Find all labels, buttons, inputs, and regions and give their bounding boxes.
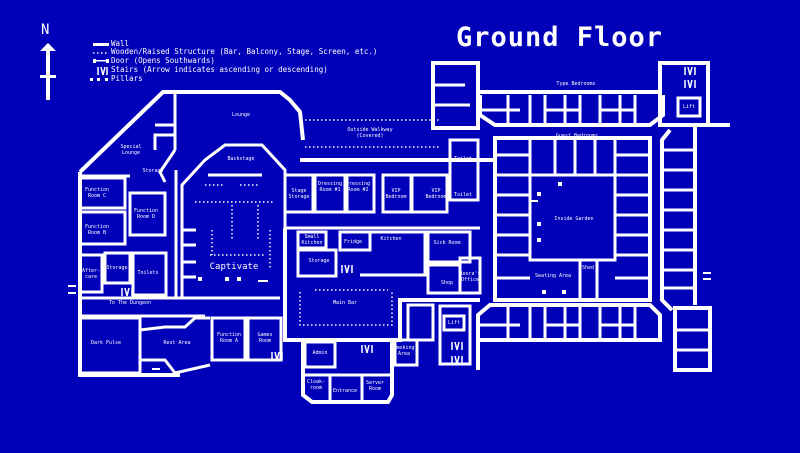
room-special-lounge: Special Lounge	[120, 144, 142, 156]
legend-door: Door (Opens Southwards)	[111, 56, 215, 65]
area-seating-area: Seating Area	[534, 273, 572, 279]
room-shop: Shop	[440, 280, 454, 286]
room-function-c: Function Room C	[84, 187, 110, 199]
room-entrance: Entrance	[332, 388, 358, 394]
room-toilets: Toilets	[137, 270, 159, 276]
to-the-dungeon: To The Dungeon	[108, 300, 152, 306]
legend-pillars: Pillars	[111, 74, 143, 83]
legend-wall: Wall	[111, 39, 130, 48]
legend-stairs: Stairs (Arrow indicates ascending or des…	[111, 65, 328, 74]
room-outside-walkway: Outside Walkway (Covered)	[347, 127, 393, 139]
room-storage-west: Storage	[106, 265, 128, 271]
room-toilet-2: Toilet	[453, 192, 473, 198]
room-stage-storage: Stage Storage	[288, 188, 310, 200]
room-smoking-area: Smoking Area	[393, 345, 415, 357]
area-inside-garden: Inside Garden	[554, 216, 594, 222]
north-arrow-icon	[40, 43, 56, 100]
pillar-icon	[90, 78, 108, 81]
room-aftercare: After- care	[81, 268, 101, 280]
room-dark-pulse: Dark Pulse	[90, 340, 122, 346]
room-toilet-1: Toilet	[453, 156, 473, 162]
west-wing-walls	[78, 90, 305, 377]
room-vip-bedroom-1: VIP Bedroom	[385, 188, 407, 200]
room-main-bar: Main Bar	[332, 300, 358, 306]
room-admin: Admin	[312, 350, 328, 356]
room-shed: Shed	[581, 265, 595, 271]
room-small-kitchen: Small Kitchen	[301, 234, 323, 246]
room-captivate: Captivate	[209, 262, 259, 272]
room-function-b: Function Room B	[84, 224, 110, 236]
room-backstage: Backstage	[227, 156, 255, 162]
room-dressing-2: Dressing Room #2	[345, 181, 371, 193]
room-rest-area: Rest Area	[163, 340, 191, 346]
middle-block-walls	[283, 138, 482, 404]
page-title: Ground Floor	[456, 22, 664, 53]
room-fridge: Fridge	[343, 239, 363, 245]
room-booras-office: Boora's Office	[459, 271, 481, 283]
room-vip-bedroom-2: VIP Bedroom	[425, 188, 447, 200]
room-storage: Storage	[142, 168, 164, 174]
room-storage-kitchen: Storage	[308, 258, 330, 264]
area-guest-bedrooms: Guest Bedrooms	[555, 133, 599, 139]
captivate-walls	[180, 143, 287, 298]
area-type-bedrooms: Type Bedrooms	[556, 81, 596, 87]
legend-wooden-structure: Wooden/Raised Structure (Bar, Balcony, S…	[111, 47, 378, 56]
wall-icon	[93, 43, 109, 46]
door-icon	[68, 200, 711, 376]
room-function-a: Function Room A	[216, 332, 242, 344]
room-cloakroom: Cloak- room	[306, 379, 326, 391]
door-icon	[93, 59, 109, 63]
room-lounge: Lounge	[231, 112, 251, 118]
outside-walkway	[300, 119, 495, 162]
room-server-room: Server Room	[365, 380, 385, 392]
room-dressing-1: Dressing Room #1	[317, 181, 343, 193]
room-games-room: Games Room	[257, 332, 273, 344]
compass-label: N	[41, 22, 50, 38]
east-wing-walls	[431, 61, 730, 372]
room-lift-1: Lift	[447, 320, 461, 326]
room-lift-2: Lift	[682, 104, 696, 110]
stairs-icon	[97, 66, 108, 76]
room-function-d: Function Room D	[133, 208, 159, 220]
room-sick-room: Sick Room	[433, 240, 461, 246]
stairs-icon	[121, 66, 696, 365]
room-kitchen: Kitchen	[380, 236, 402, 242]
